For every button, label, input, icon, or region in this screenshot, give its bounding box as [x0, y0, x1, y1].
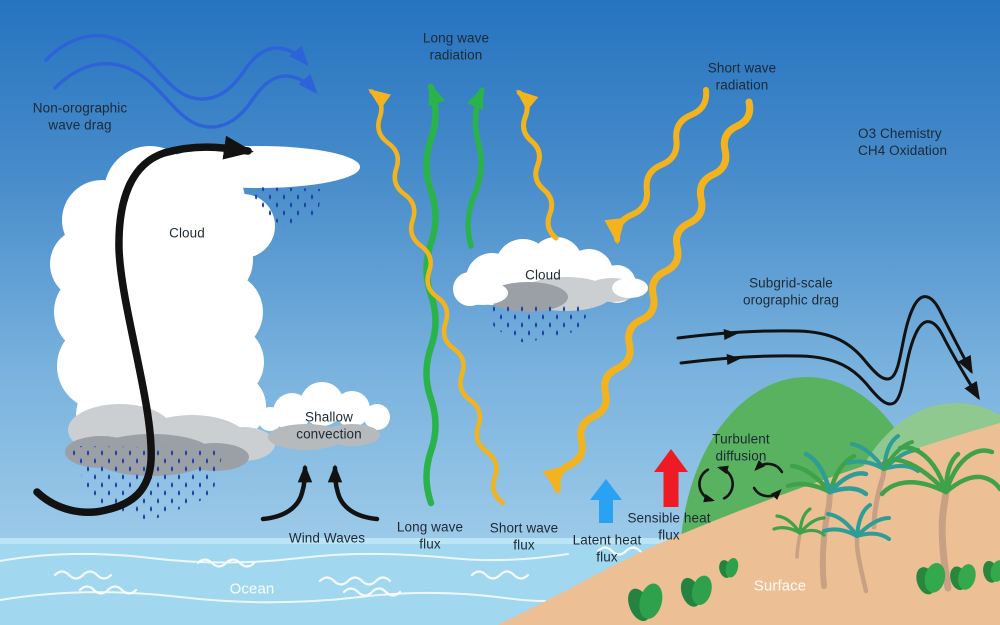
latent-heat-flux-arrow	[590, 479, 622, 523]
longwave-radiation-arrows	[423, 82, 485, 507]
shortwave-radiation-arrows	[368, 87, 754, 506]
ocean-sparkle-squiggles	[53, 546, 656, 597]
sensible-heat-flux-arrow	[654, 449, 688, 507]
non-orographic-wave-drag-arrows	[44, 33, 318, 129]
shallow-convection-cloud	[258, 382, 390, 450]
palm-tree-icons	[772, 434, 1000, 594]
subgrid-orographic-drag-arrows	[676, 295, 980, 406]
deep-convection-arrow	[33, 135, 254, 516]
bush-icons	[916, 560, 1000, 595]
turbulent-diffusion-eddy-icons	[698, 460, 784, 503]
beach-sand	[497, 423, 1000, 625]
mid-level-cloud	[453, 237, 648, 312]
subgrid-drag-mid-arrowheads	[723, 329, 741, 365]
rain-areas	[70, 187, 592, 521]
ocean-wave-lines	[0, 552, 569, 604]
shallow-convection-updraft-arrows	[260, 464, 380, 522]
cactus-icons	[628, 557, 739, 622]
